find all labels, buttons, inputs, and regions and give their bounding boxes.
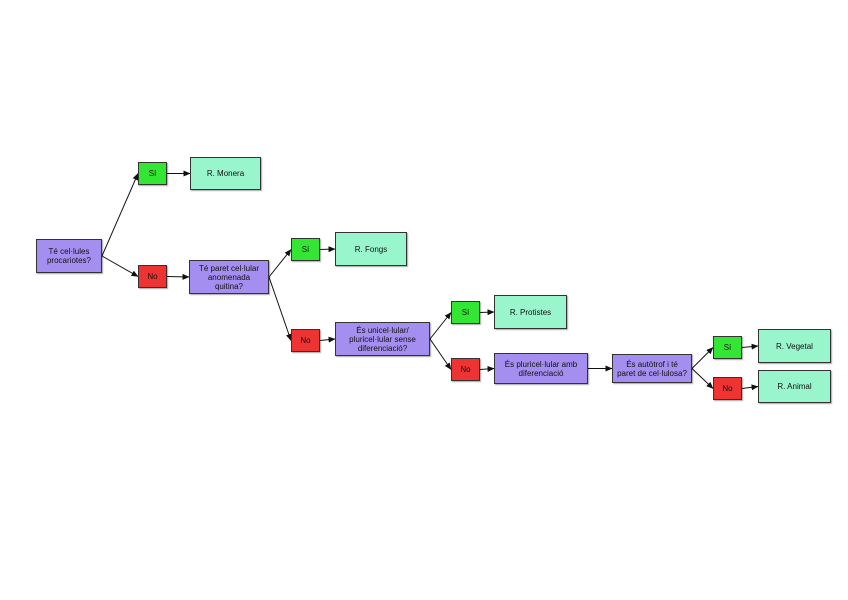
- statement-multicellular-differentiated: És pluricel·lular amb diferenciació: [494, 353, 588, 384]
- answer-yes-autotroph: Sí: [713, 336, 742, 359]
- connector-q5-to-no4: [691, 368, 714, 389]
- question-unicellular: És unicel·lular/ pluricel·lular sense di…: [335, 322, 430, 356]
- question-autotroph-cellulose: És autòtrof i té paret de cel·lulosa?: [612, 354, 692, 383]
- connector-yes3-to-kingdom3: [479, 309, 495, 316]
- connector-no3-to-q4: [479, 365, 495, 372]
- connector-no1-to-q2: [166, 273, 190, 280]
- connector-q3-to-no3: [429, 338, 452, 370]
- connector-q2-to-yes2: [268, 249, 292, 278]
- kingdom-plants: R. Vegetal: [758, 329, 831, 363]
- answer-no-chitin: No: [291, 329, 320, 352]
- connector-yes2-to-kingdom2: [319, 246, 336, 253]
- connector-q1-to-yes1: [101, 173, 139, 257]
- connector-q1-to-no1: [101, 255, 139, 277]
- kingdom-fungi: R. Fongs: [335, 232, 407, 266]
- answer-yes-chitin: Sí: [291, 238, 320, 261]
- question-prokaryotic-cells: Té cel·lules procariotes?: [36, 239, 102, 273]
- answer-no-unicellular: No: [451, 358, 480, 381]
- connector-yes4-to-kingdom4: [741, 343, 759, 350]
- connector-q2-to-no2: [268, 276, 292, 341]
- connector-no4-to-kingdom5: [741, 384, 759, 391]
- kingdom-monera: R. Monera: [190, 157, 261, 190]
- answer-yes-unicellular: Sí: [451, 301, 480, 324]
- kingdom-animals: R. Animal: [758, 370, 831, 403]
- question-chitin-wall: Té paret cel·lular anomenada quitina?: [189, 260, 269, 294]
- connector-q3-to-yes3: [429, 312, 452, 340]
- answer-yes-prokaryotic: Sí: [138, 162, 167, 185]
- answer-no-autotroph: No: [713, 377, 742, 400]
- connector-no2-to-q3: [319, 336, 336, 343]
- answer-no-prokaryotic: No: [138, 265, 167, 288]
- connector-q5-to-yes4: [691, 347, 714, 369]
- kingdom-protists: R. Protistes: [494, 295, 567, 329]
